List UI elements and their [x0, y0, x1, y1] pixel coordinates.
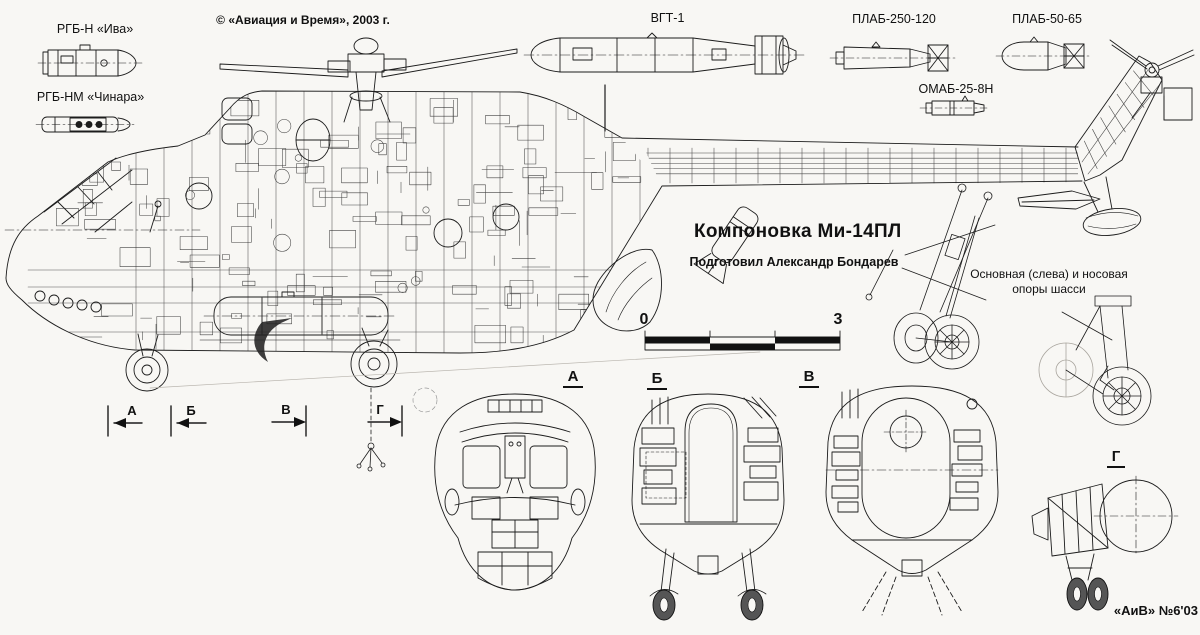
- section-v-view: [825, 385, 999, 616]
- main-gear-drawing: [865, 183, 996, 370]
- sonobuoy-chinara-drawing: [35, 116, 135, 133]
- section-b-view: [631, 393, 785, 621]
- tail-rotor: [1109, 39, 1195, 121]
- section-view-letter-a: А: [562, 368, 584, 388]
- main-rotor: [219, 37, 518, 123]
- bomb-plab250-drawing: [829, 41, 957, 72]
- page-title: Компоновка Ми-14ПЛ: [694, 221, 902, 242]
- marker-letter-g: Г: [376, 402, 384, 417]
- cockpit: [4, 157, 201, 313]
- landing-gear-caption: Основная (слева) и носовая опоры шасси: [963, 267, 1135, 297]
- helicopter-cutaway: [4, 37, 1195, 413]
- label-sonobuoy-iva: РГБ-Н «Ива»: [56, 22, 134, 36]
- scale-start: 0: [639, 311, 649, 328]
- external-bomb-drawing: [693, 206, 759, 284]
- scale-bar: [644, 330, 841, 351]
- magazine-footer: «АиВ» №6'03: [1113, 603, 1198, 618]
- section-view-letter-g: Г: [1106, 448, 1126, 468]
- scale-end: 3: [833, 311, 843, 328]
- bomb-omab-drawing: [919, 95, 991, 116]
- section-view-letter-v: В: [798, 368, 820, 388]
- label-bomb-omab: ОМАБ-25-8Н: [918, 82, 994, 96]
- landing-gear-caption-line1: Основная (слева) и носовая: [970, 267, 1128, 281]
- section-g-view: [1031, 475, 1179, 611]
- nose-gear-drawing: [1038, 295, 1152, 426]
- marker-letter-a: А: [127, 403, 137, 418]
- section-markers: [107, 387, 403, 472]
- bay-torpedo: [199, 291, 401, 341]
- label-torpedo-vgt1: ВГТ-1: [650, 11, 685, 25]
- bomb-plab50-drawing: [995, 36, 1093, 71]
- sonobuoy-iva-drawing: [37, 44, 143, 77]
- marker-letter-v: В: [281, 402, 291, 417]
- label-bomb-plab250: ПЛАБ-250-120: [852, 12, 936, 26]
- side-view-wheels: [125, 327, 761, 413]
- section-a-view: [434, 393, 596, 591]
- hull-horn: [254, 318, 292, 362]
- label-sonobuoy-chinara: РГБ-НМ «Чинара»: [36, 90, 145, 104]
- landing-gear-caption-line2: опоры шасси: [1012, 282, 1086, 296]
- interior-features: [185, 84, 606, 248]
- rear-sponson-float: [592, 248, 662, 332]
- tail-stabilizer-and-float: [1017, 176, 1142, 236]
- label-bomb-plab50: ПЛАБ-50-65: [1012, 12, 1082, 26]
- section-view-letter-b: Б: [646, 370, 668, 390]
- page-subtitle: Подготовил Александр Бондарев: [689, 255, 899, 269]
- copyright: © «Авиация и Время», 2003 г.: [216, 13, 390, 27]
- marker-letter-b: Б: [186, 403, 196, 418]
- torpedo-vgt1-drawing: [523, 32, 805, 75]
